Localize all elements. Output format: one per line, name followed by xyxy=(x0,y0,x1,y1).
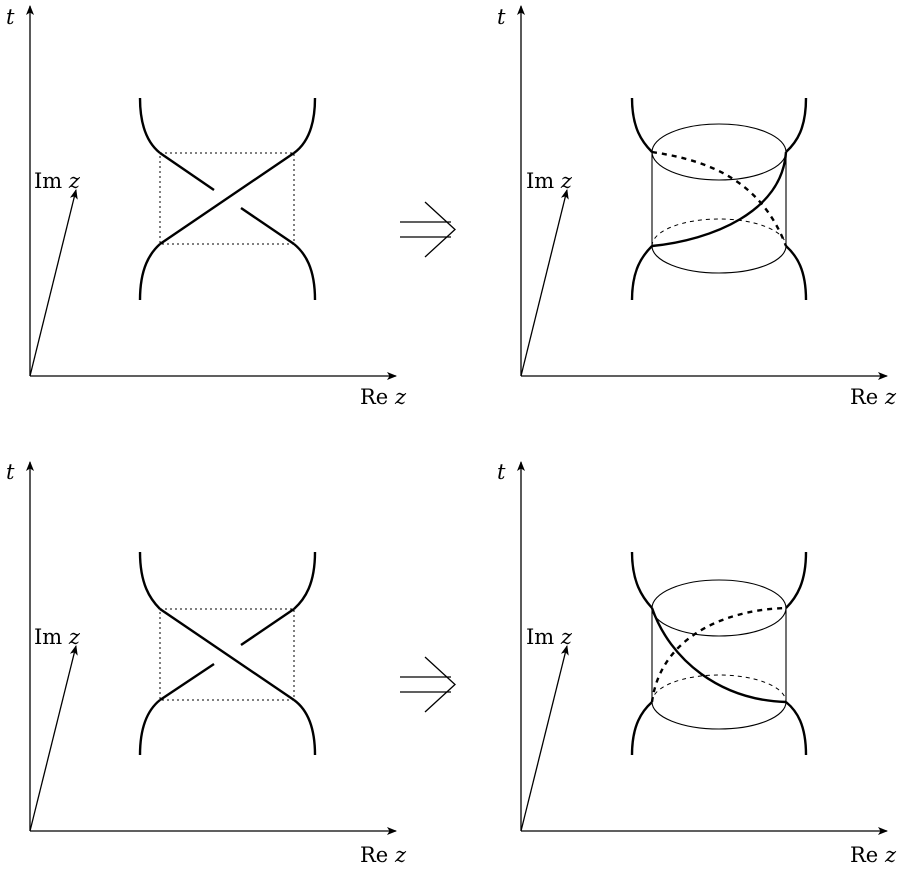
braid-crossing-bottom-left xyxy=(138,551,317,756)
under-strand-lower xyxy=(240,207,295,245)
im-axis-label: Im z xyxy=(526,625,573,649)
panel-top-right: t Re z Im z xyxy=(497,5,897,409)
cylinder-bottom-back-arc xyxy=(651,218,787,247)
panel-bottom-right: t Re z Im z xyxy=(497,460,897,867)
crossing-box xyxy=(159,608,295,701)
re-axis-label: Re z xyxy=(360,385,407,409)
im-z-axis xyxy=(29,189,78,377)
strand-bottom-left-end xyxy=(630,701,653,756)
strand-bottom-right-end xyxy=(785,701,808,756)
axes-bottom-left: t Re z Im z xyxy=(6,460,407,867)
strand-bottom-left-end xyxy=(138,243,161,301)
strand-bottom-left-end xyxy=(138,699,161,756)
im-axis-label: Im z xyxy=(34,169,81,193)
strand-top-right-end xyxy=(293,97,317,154)
t-axis-label: t xyxy=(6,5,15,29)
strand-top-right-end xyxy=(785,551,808,609)
cylinder-bottom-back-arc xyxy=(651,674,787,703)
cylinder-bottom-front-arc xyxy=(651,701,787,730)
strand-top-left-end xyxy=(138,97,161,154)
crossing-box xyxy=(159,152,295,245)
im-axis-label: Im z xyxy=(526,169,573,193)
implies-arrow-bottom xyxy=(400,656,456,713)
panel-top-left: t Re z Im z xyxy=(6,5,407,409)
im-axis-label: Im z xyxy=(34,625,81,649)
front-strand xyxy=(651,151,788,248)
im-z-axis xyxy=(520,645,569,832)
strand-bottom-right-end xyxy=(785,245,808,301)
over-strand xyxy=(159,608,295,701)
im-z-axis xyxy=(520,189,569,377)
cylinder-bottom-front-arc xyxy=(651,245,787,274)
cylinder-top-ellipse xyxy=(651,579,787,637)
t-axis-label: t xyxy=(497,5,506,29)
under-strand-upper xyxy=(159,152,215,191)
re-axis-label: Re z xyxy=(850,385,897,409)
strand-top-left-end xyxy=(138,551,161,610)
t-axis-label: t xyxy=(6,460,15,484)
strand-top-right-end xyxy=(293,551,317,610)
strand-bottom-right-end xyxy=(293,699,317,756)
strand-top-left-end xyxy=(630,97,653,153)
under-strand-lower xyxy=(159,663,215,701)
braid-crossing-top-left xyxy=(138,97,317,301)
strand-bottom-left-end xyxy=(630,245,653,301)
under-strand-upper xyxy=(240,608,295,646)
axes-bottom-right: t Re z Im z xyxy=(497,460,897,867)
axes-top-left: t Re z Im z xyxy=(6,5,407,409)
cylinder-bottom-right xyxy=(630,551,808,756)
panel-bottom-left: t Re z Im z xyxy=(6,460,407,867)
implies-arrow-top xyxy=(400,201,456,258)
strand-top-right-end xyxy=(785,97,808,153)
front-strand xyxy=(650,607,787,704)
strand-bottom-right-end xyxy=(293,243,317,301)
re-axis-label: Re z xyxy=(850,843,897,867)
re-axis-label: Re z xyxy=(360,843,407,867)
axes-top-right: t Re z Im z xyxy=(497,5,897,409)
cylinder-top-right xyxy=(630,97,808,301)
t-axis-label: t xyxy=(497,460,506,484)
over-strand xyxy=(159,152,295,245)
back-strand-dashed xyxy=(651,150,788,247)
back-strand-dashed xyxy=(650,606,787,703)
strand-top-left-end xyxy=(630,551,653,609)
im-z-axis xyxy=(29,645,78,832)
